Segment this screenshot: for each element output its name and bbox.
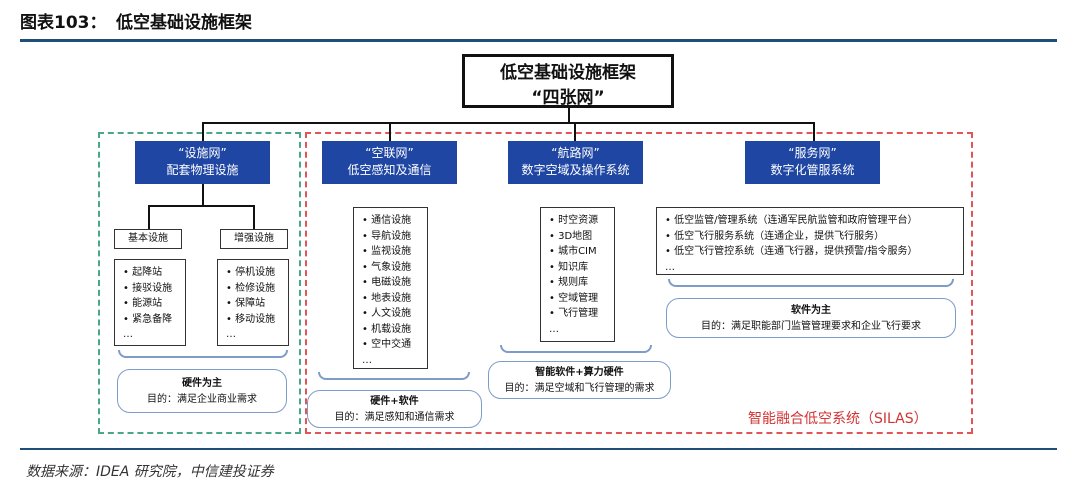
- servicenet-goal-title: 软件为主: [791, 305, 831, 316]
- list-item: 电磁设施: [362, 275, 427, 291]
- servicenet-title: “服务网”: [788, 146, 837, 160]
- list-item: 起降站: [123, 265, 185, 281]
- list-item: 飞行管理: [549, 306, 614, 322]
- list-item: 能源站: [123, 296, 185, 312]
- list-item: …: [226, 329, 236, 340]
- list-item: 紧急备降: [123, 312, 185, 328]
- routenet-list: 时空资源 3D地图 城市CIM 知识库 规则库 空域管理 飞行管理 …: [540, 207, 615, 342]
- basic-facilities-label: 基本设施: [114, 229, 182, 249]
- root-box: 低空基础设施框架 “四张网”: [462, 54, 674, 108]
- list-item: 接驳设施: [123, 281, 185, 297]
- enhanced-facilities-label: 增强设施: [220, 229, 288, 249]
- servicenet-subtitle: 数字化管服系统: [770, 163, 855, 177]
- drop-line-airnet: [389, 122, 391, 142]
- root-subtitle: “四张网”: [531, 88, 605, 108]
- facility-net-title: “设施网”: [178, 146, 227, 160]
- routenet-goal-box: 智能软件+算力硬件 目的：满足空域和飞行管理的需求: [488, 361, 671, 399]
- list-item: 低空飞行管控系统（连通飞行器，提供预警/指令服务）: [665, 244, 963, 260]
- routenet-box: “航路网” 数字空域及操作系统: [508, 141, 643, 184]
- routenet-subtitle: 数字空域及操作系统: [521, 163, 630, 177]
- airnet-goal-text: 目的：满足感知和通信需求: [334, 412, 455, 423]
- list-item: 监视设施: [362, 244, 427, 260]
- facility-net-box: “设施网” 配套物理设施: [135, 141, 270, 184]
- list-item: 停机设施: [226, 265, 288, 281]
- list-item: 机载设施: [362, 322, 427, 338]
- facility-goal-box: 硬件为主 目的：满足企业商业需求: [117, 369, 287, 413]
- list-item: …: [123, 329, 133, 340]
- routenet-brace: [500, 345, 652, 353]
- list-item: 空中交通: [362, 337, 427, 353]
- list-item: 通信设施: [362, 213, 427, 229]
- enhanced-drop: [253, 205, 255, 229]
- top-bus-line: [202, 122, 814, 124]
- list-item: 检修设施: [226, 281, 288, 297]
- airnet-brace: [318, 372, 470, 380]
- facility-goal-title: 硬件为主: [182, 378, 222, 389]
- drop-line-facility: [202, 122, 204, 142]
- airnet-goal-title: 硬件+软件: [370, 396, 419, 407]
- list-item: 导航设施: [362, 229, 427, 245]
- root-title: 低空基础设施框架: [500, 63, 636, 83]
- list-item: 规则库: [549, 275, 614, 291]
- servicenet-goal-box: 软件为主 目的：满足职能部门监管管理要求和企业飞行要求: [666, 298, 956, 338]
- airnet-subtitle: 低空感知及通信: [347, 163, 432, 177]
- list-item: 时空资源: [549, 213, 614, 229]
- list-item: 3D地图: [549, 229, 614, 245]
- facility-split-line: [148, 205, 254, 207]
- routenet-goal-title: 智能软件+算力硬件: [535, 367, 624, 378]
- facility-brace: [118, 350, 288, 358]
- list-item: 低空飞行服务系统（连通企业，提供飞行服务）: [665, 229, 963, 245]
- servicenet-brace: [668, 279, 954, 287]
- facility-group-frame: [98, 132, 301, 434]
- silas-group-frame: [305, 132, 973, 434]
- drop-line-routenet: [574, 122, 576, 142]
- list-item: 气象设施: [362, 260, 427, 276]
- enhanced-facilities-list: 停机设施 检修设施 保障站 移动设施 …: [217, 259, 289, 346]
- airnet-goal-box: 硬件+软件 目的：满足感知和通信需求: [307, 390, 482, 428]
- root-connector: [568, 106, 570, 123]
- servicenet-list: 低空监管/管理系统（连通军民航监管和政府管理平台） 低空飞行服务系统（连通企业，…: [656, 207, 964, 275]
- silas-label: 智能融合低空系统（SILAS）: [748, 411, 928, 427]
- list-item: …: [549, 323, 559, 335]
- list-item: 低空监管/管理系统（连通军民航监管和政府管理平台）: [665, 213, 963, 229]
- list-item: 移动设施: [226, 312, 288, 328]
- basic-facilities-list: 起降站 接驳设施 能源站 紧急备降 …: [114, 259, 186, 346]
- figure-title: 图表103： 低空基础设施框架: [20, 8, 252, 33]
- list-item: 保障站: [226, 296, 288, 312]
- source-note: 数据来源：IDEA 研究院，中信建投证券: [26, 464, 274, 480]
- airnet-title: “空联网”: [365, 146, 414, 160]
- servicenet-box: “服务网” 数字化管服系统: [745, 141, 880, 184]
- list-item: 地表设施: [362, 291, 427, 307]
- drop-line-servicenet: [813, 122, 815, 142]
- list-item: 知识库: [549, 260, 614, 276]
- airnet-box: “空联网” 低空感知及通信: [322, 141, 457, 184]
- list-item: 人文设施: [362, 306, 427, 322]
- figure-number: 图表103：: [20, 13, 107, 33]
- facility-goal-text: 目的：满足企业商业需求: [147, 394, 257, 405]
- airnet-list: 通信设施 导航设施 监视设施 气象设施 电磁设施 地表设施 人文设施 机载设施 …: [353, 207, 428, 369]
- list-item: …: [362, 354, 372, 366]
- list-item: …: [665, 261, 675, 273]
- footer-rule: [20, 448, 1057, 450]
- list-item: 城市CIM: [549, 244, 614, 260]
- facility-stem: [202, 184, 204, 206]
- figure-title-text: 低空基础设施框架: [116, 13, 252, 33]
- facility-net-subtitle: 配套物理设施: [166, 163, 239, 177]
- basic-drop: [148, 205, 150, 229]
- list-item: 空域管理: [549, 291, 614, 307]
- servicenet-goal-text: 目的：满足职能部门监管管理要求和企业飞行要求: [701, 321, 921, 332]
- header-rule: [20, 39, 1057, 42]
- routenet-goal-text: 目的：满足空域和飞行管理的需求: [504, 383, 655, 394]
- routenet-title: “航路网”: [551, 146, 600, 160]
